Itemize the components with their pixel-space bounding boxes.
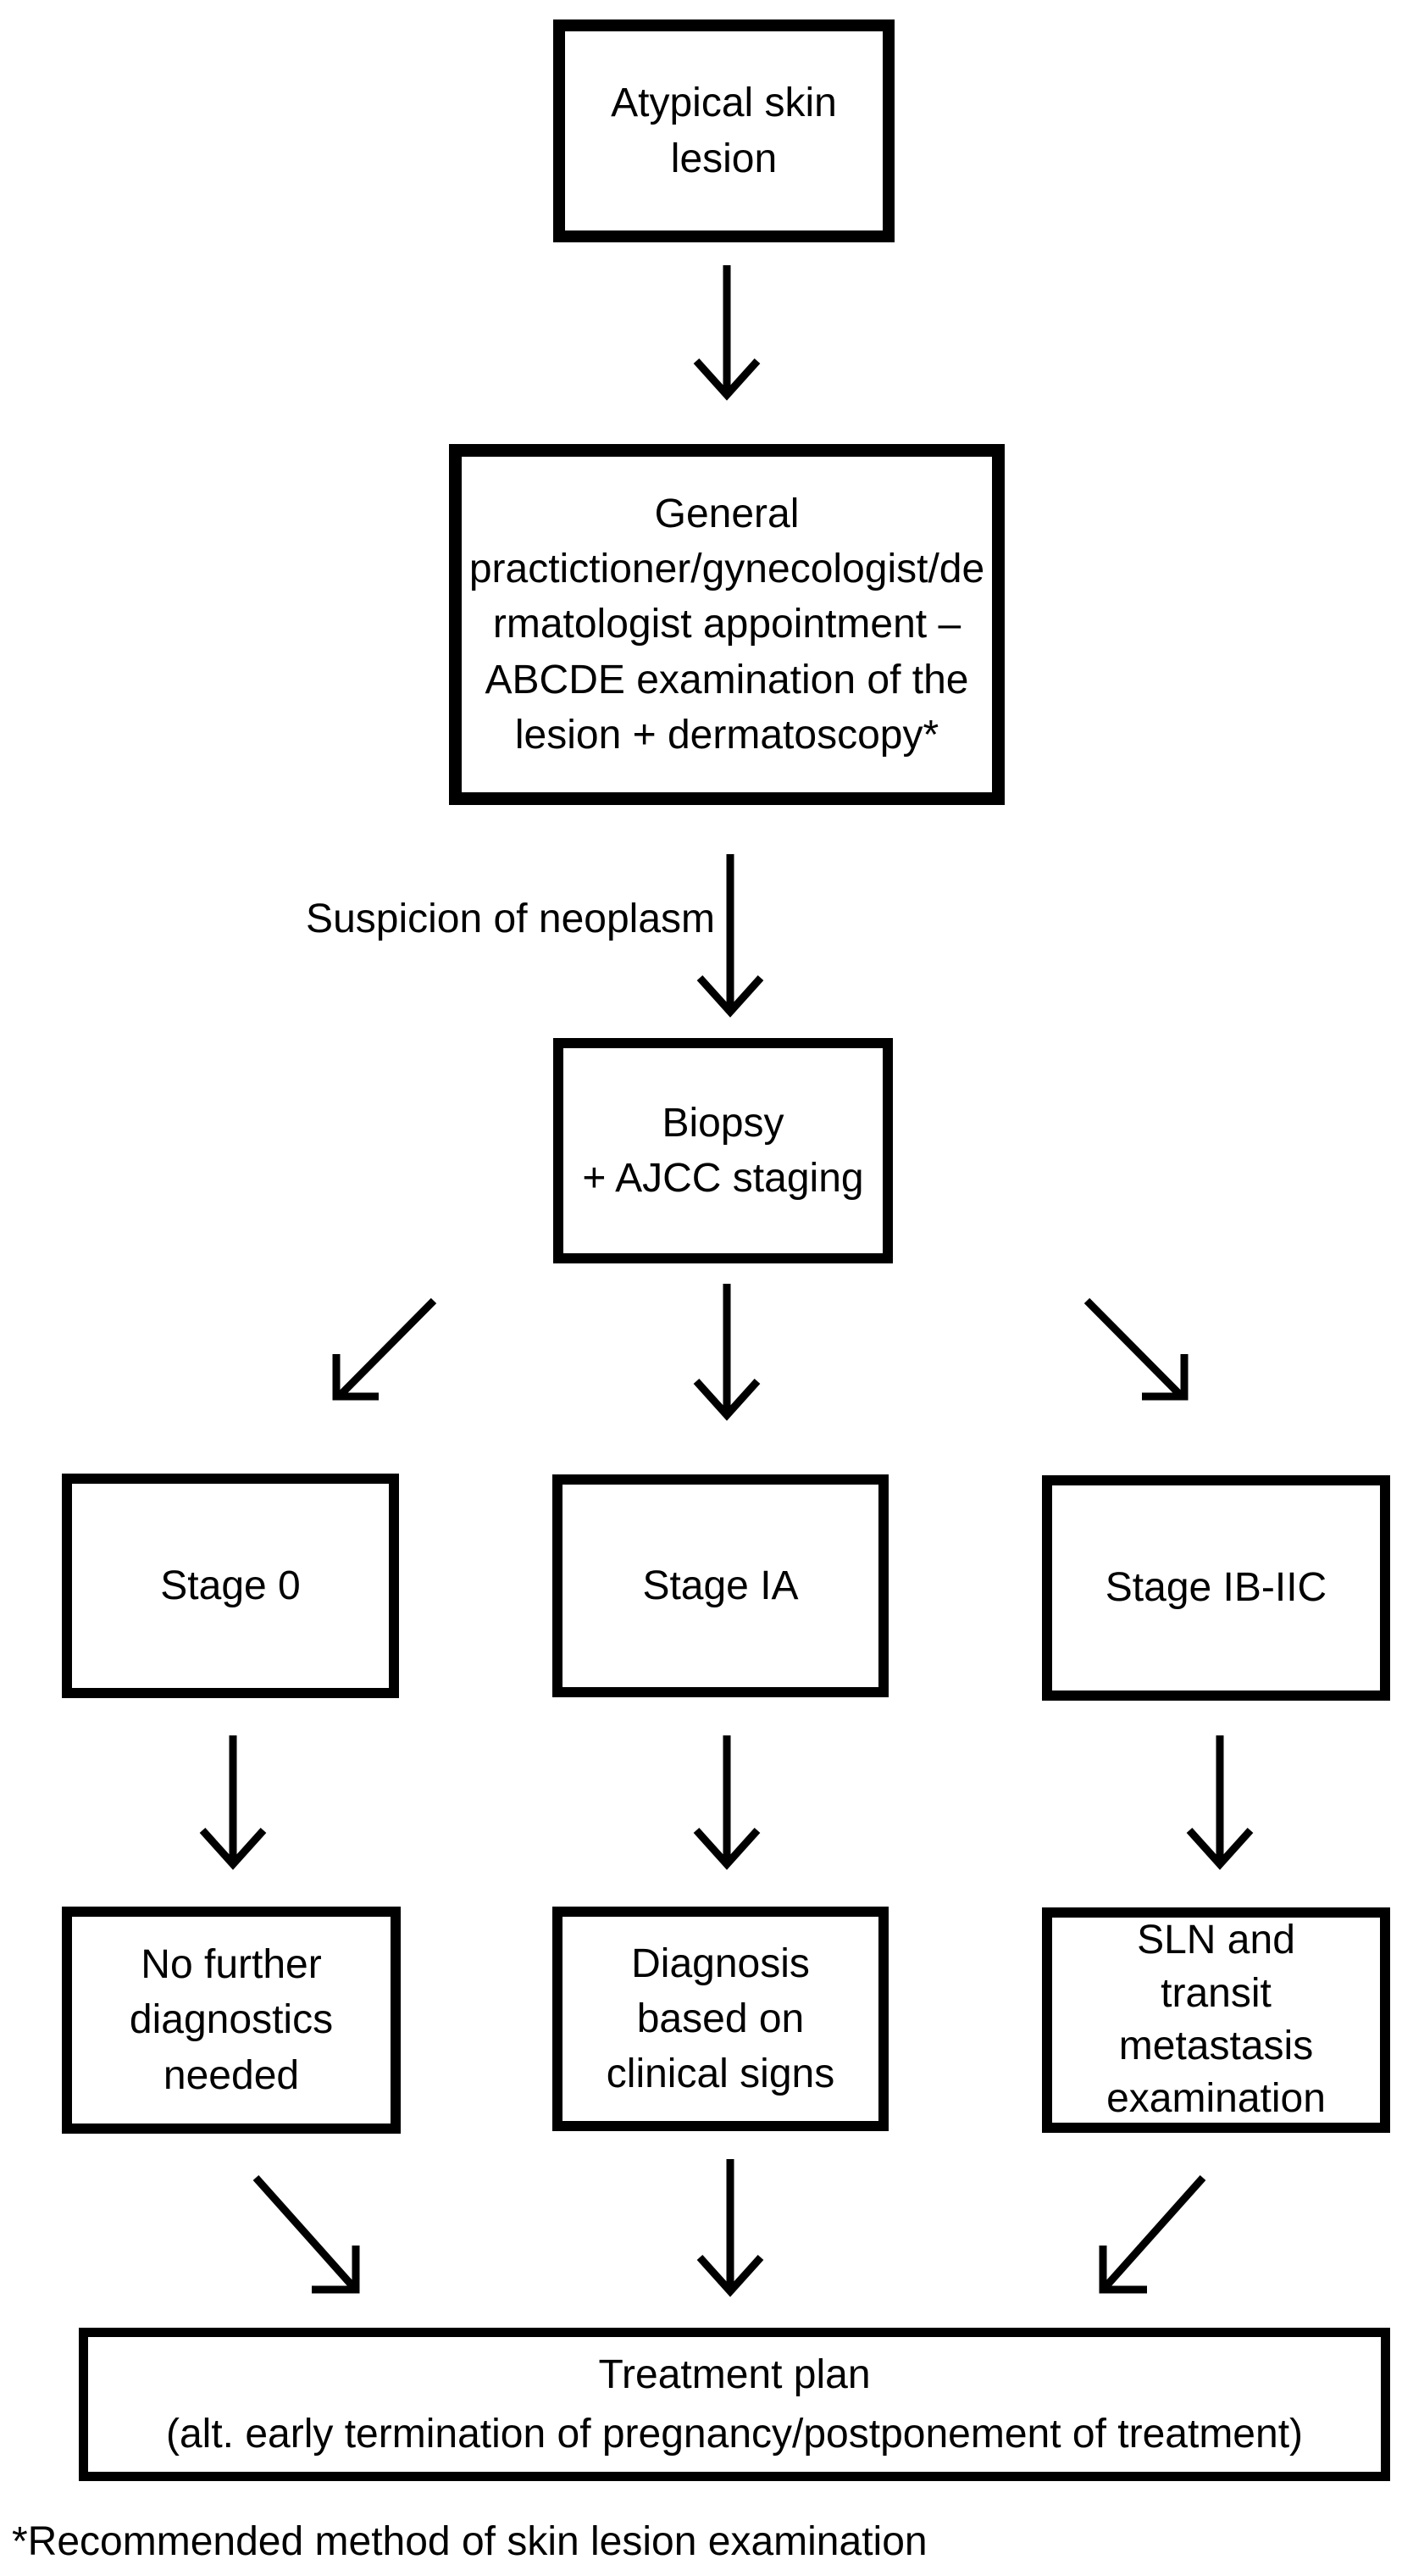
arrow-nofurther-to-treatment bbox=[252, 2175, 360, 2294]
node-stage-ib-iic: Stage IB-IIC bbox=[1042, 1475, 1390, 1701]
arrow-biopsy-to-stage0 bbox=[332, 1297, 437, 1401]
node-general-practitioner-appointment: General practictioner/gynecologist/de rm… bbox=[449, 444, 1005, 805]
arrow-atypical-to-general bbox=[693, 265, 761, 401]
arrow-sln-to-treatment bbox=[1099, 2175, 1206, 2294]
arrow-stage0-to-nofurther bbox=[199, 1735, 267, 1870]
node-stage-ia: Stage IA bbox=[552, 1474, 889, 1697]
node-biopsy-ajcc-staging: Biopsy + AJCC staging bbox=[553, 1038, 893, 1263]
arrow-stageIA-to-diagnosis bbox=[693, 1735, 761, 1870]
node-treatment-plan: Treatment plan (alt. early termination o… bbox=[79, 2328, 1390, 2481]
node-sln-transit-metastasis: SLN and transit metastasis examination bbox=[1042, 1907, 1390, 2133]
node-atypical-skin-lesion: Atypical skin lesion bbox=[553, 19, 895, 242]
node-no-further-diagnostics: No further diagnostics needed bbox=[62, 1907, 401, 2134]
arrow-stageIBIIC-to-sln bbox=[1186, 1735, 1254, 1870]
arrow-biopsy-to-stageIBIIC bbox=[1083, 1297, 1189, 1401]
arrow-diagnosis-to-treatment bbox=[696, 2159, 764, 2297]
arrow-biopsy-to-stageIA bbox=[693, 1284, 761, 1421]
node-diagnosis-clinical-signs: Diagnosis based on clinical signs bbox=[552, 1907, 889, 2131]
edge-label-suspicion-of-neoplasm: Suspicion of neoplasm bbox=[306, 897, 715, 941]
node-stage-0: Stage 0 bbox=[62, 1474, 399, 1698]
footnote-recommended-method: *Recommended method of skin lesion exami… bbox=[12, 2519, 928, 2564]
